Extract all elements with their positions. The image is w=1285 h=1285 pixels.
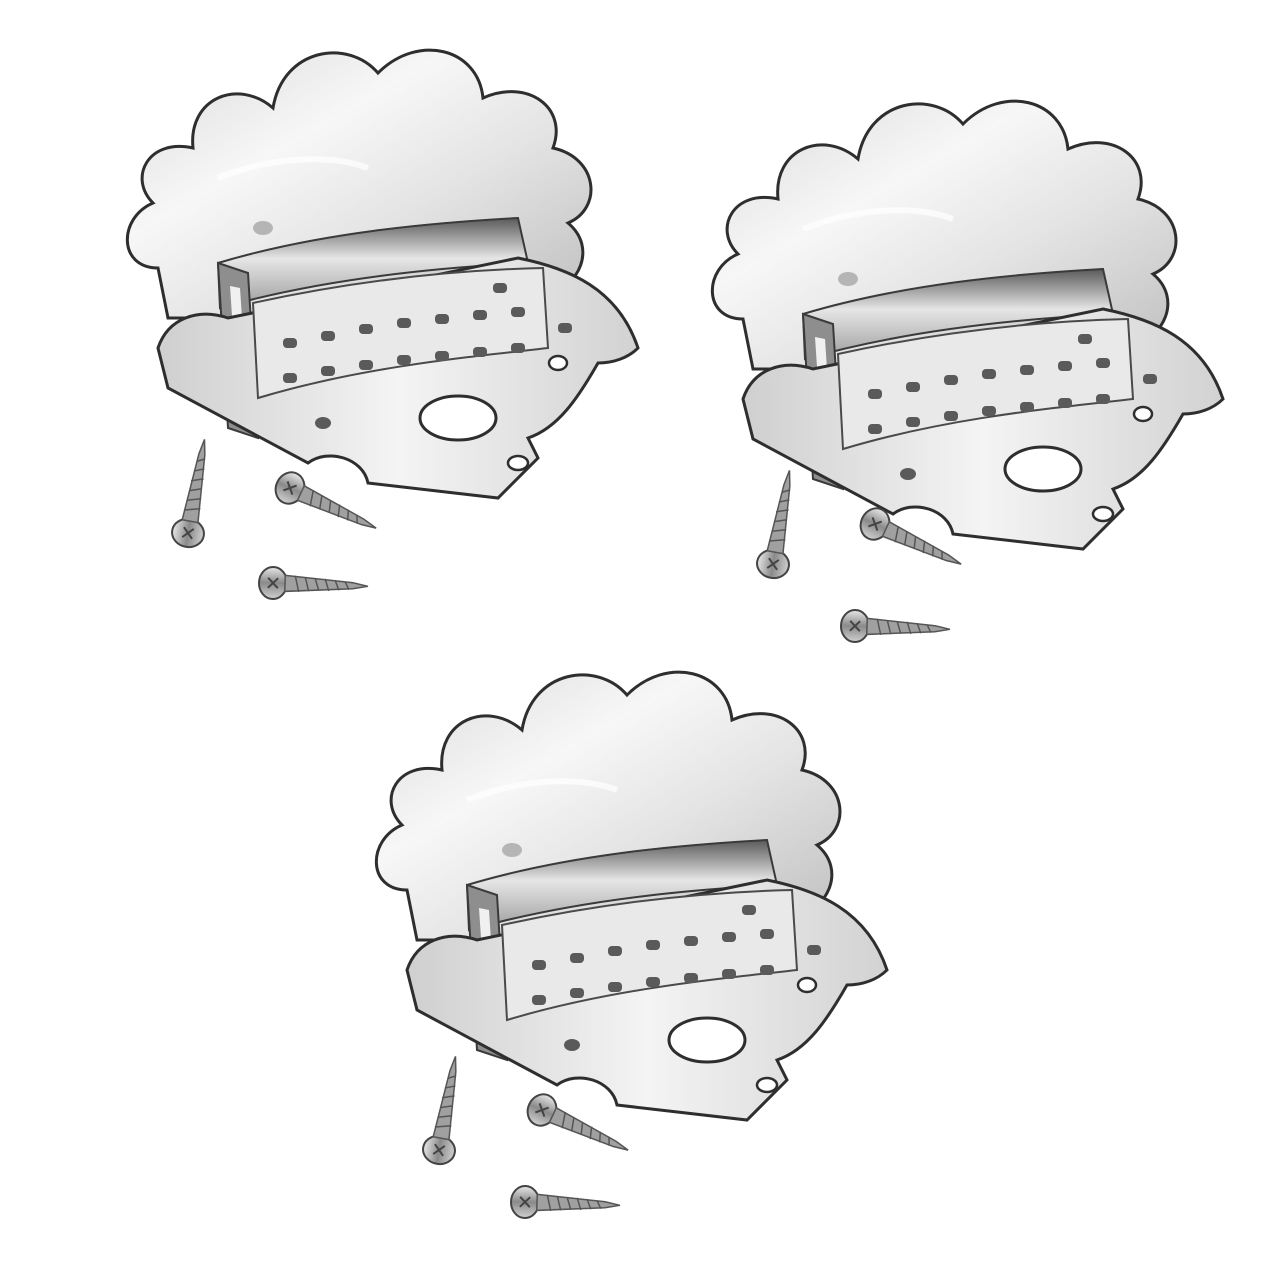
screw-1a bbox=[168, 435, 222, 551]
tailpiece-set-1 bbox=[98, 18, 658, 618]
screw-2a bbox=[753, 466, 807, 582]
screw-3a bbox=[419, 1052, 473, 1168]
screw-1c bbox=[257, 565, 370, 604]
tailpiece-set-3 bbox=[347, 640, 907, 1240]
tailpiece-set-2 bbox=[683, 69, 1243, 669]
tailpiece-3 bbox=[376, 672, 887, 1120]
screw-3c bbox=[509, 1184, 622, 1223]
tailpiece-1 bbox=[127, 50, 638, 498]
